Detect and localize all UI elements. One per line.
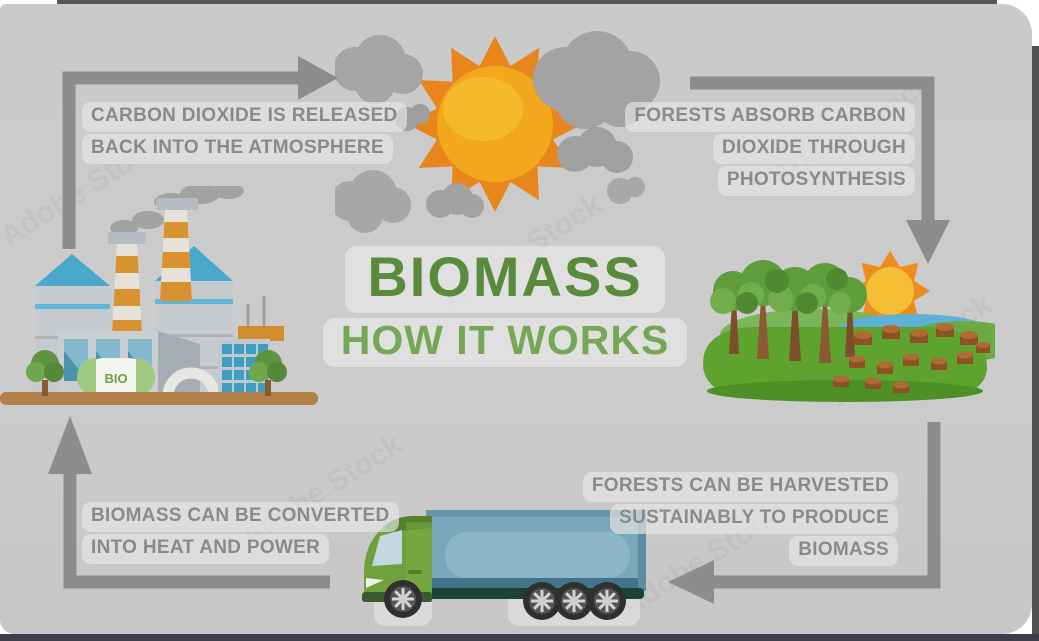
- bio-tank-label: BIO: [104, 371, 127, 386]
- truck-wheel: [382, 578, 424, 620]
- caption-line: CARBON DIOXIDE IS RELEASED: [82, 102, 407, 132]
- smoke-cloud: [335, 35, 423, 104]
- tree: [26, 350, 64, 396]
- truck-cab: [362, 516, 432, 602]
- factory-chimney: [108, 232, 146, 334]
- infographic-panel: Adobe Stock Adobe Stock Adobe Stock Adob…: [0, 4, 1032, 634]
- arrowhead-left: [668, 560, 714, 604]
- forest-mound: [703, 327, 987, 399]
- forest-trees: [710, 260, 867, 363]
- caption-biomass-converted: BIOMASS CAN BE CONVERTED INTO HEAT AND P…: [82, 502, 399, 564]
- title-line-2: HOW IT WORKS: [322, 317, 688, 367]
- smoke-cloud: [335, 170, 411, 233]
- truck-wheel: [586, 580, 628, 622]
- smoke-cloud: [607, 177, 645, 204]
- caption-forests-harvested: FORESTS CAN BE HARVESTED SUSTAINABLY TO …: [582, 472, 898, 566]
- frame-right-strip: [1032, 46, 1039, 641]
- truck-trailer: [426, 510, 646, 591]
- caption-co2-released: CARBON DIOXIDE IS RELEASED BACK INTO THE…: [82, 102, 407, 164]
- caption-line: INTO HEAT AND POWER: [82, 534, 330, 564]
- forest-illustration: [695, 239, 995, 404]
- factory-ground: [0, 392, 318, 405]
- arrowhead-up: [48, 416, 92, 474]
- sun-clouds-illustration: [335, 19, 675, 234]
- caption-line: DIOXIDE THROUGH: [713, 134, 915, 164]
- caption-forests-absorb: FORESTS ABSORB CARBON DIOXIDE THROUGH PH…: [625, 102, 915, 196]
- title-block: BIOMASS HOW IT WORKS: [322, 246, 688, 367]
- factory-illustration: BIO: [0, 186, 320, 411]
- caption-line: SUSTAINABLY TO PRODUCE: [610, 504, 898, 534]
- caption-line: PHOTOSYNTHESIS: [717, 166, 915, 196]
- arrowhead-right: [298, 56, 338, 100]
- caption-line: FORESTS CAN BE HARVESTED: [582, 472, 898, 502]
- caption-line: BIOMASS: [789, 536, 898, 566]
- tree: [249, 350, 287, 396]
- office-building: [218, 296, 284, 397]
- smoke-cloud: [557, 127, 633, 173]
- caption-line: FORESTS ABSORB CARBON: [625, 102, 915, 132]
- title-line-1: BIOMASS: [345, 246, 665, 313]
- smoke-cloud: [533, 31, 660, 129]
- caption-line: BACK INTO THE ATMOSPHERE: [82, 134, 393, 164]
- frame-top-line: [57, 0, 997, 5]
- frame-bottom-bar: [0, 634, 1039, 641]
- truck-wheel: [553, 580, 595, 622]
- factory-pipe: [162, 367, 220, 397]
- tree-stumps: [833, 323, 990, 393]
- caption-line: BIOMASS CAN BE CONVERTED: [82, 502, 399, 532]
- rising-sun-icon: [850, 251, 930, 331]
- smoke-cloud: [426, 183, 484, 218]
- truck-illustration: [350, 492, 670, 632]
